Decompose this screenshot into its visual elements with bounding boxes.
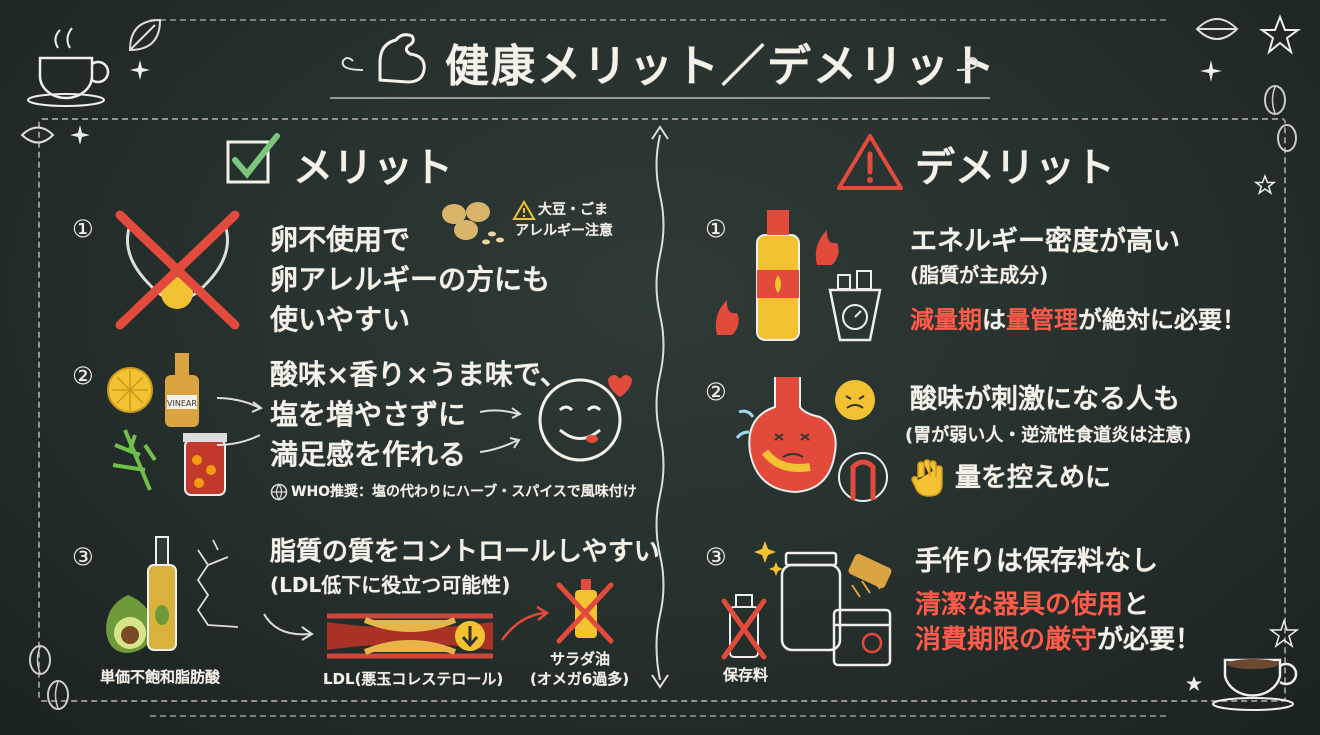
merit-heading: メリット [293,145,453,191]
merit-1-text: 卵不使用で 卵アレルギーの方にも 使いやすい [270,220,550,340]
demerit-3-line-1: 手作りは保存料なし [915,546,1158,577]
text-required: が必要！ [1097,625,1202,655]
demerit-1-line-2: (脂質が主成分) [910,263,1049,287]
avocado-olive-oil-icon [106,536,239,653]
salad-oil-crossed-icon [556,579,614,644]
merit-2-number: ② [72,362,94,390]
star-icon [1258,14,1302,55]
stomach-icon [735,377,888,502]
vinegar-label: VINEAR [167,399,197,408]
check-box-icon [226,133,280,184]
artery-icon [326,613,493,659]
emphasis-clean-tools: 清潔な器具の使用 [915,590,1124,620]
coffee-beans-icon [1264,85,1297,152]
arrow-icon [263,613,314,641]
emphasis-weight-loss: 減量期 [910,306,982,334]
center-divider [651,125,669,689]
leaf-icon [128,18,162,52]
egg-crossed-icon [115,210,240,330]
demerit-3-line-3: 消費期限の厳守が必要！ [915,620,1201,660]
merit-1-line-1: 卵不使用で [270,223,411,256]
star-icon [1253,173,1277,195]
merit-2-note: WHO推奨：塩の代わりにハーブ・スパイスで風味付け [291,484,637,500]
merit-3-line-2: (LDL低下に役立つ可能性) [270,573,511,597]
sparkle-icon [130,60,150,80]
emphasis-expiry-date: 消費期限の厳守 [915,625,1098,655]
star-icon [1268,618,1300,648]
label-omega6: (オメガ6過多) [530,670,630,688]
soybeans-icon [442,202,504,245]
merit-3-line-1: 脂質の質をコントロールしやすい [270,537,660,567]
demerit-3-line-2: 清潔な器具の使用と [915,585,1149,625]
demerit-1-line-1: エネルギー密度が高い [910,226,1180,257]
swirl-ornament [956,57,979,71]
text-particle: は [982,306,1006,334]
label-ldl: LDL(悪玉コレステロール) [323,670,504,688]
label-monounsaturated-fat: 単価不飽和脂肪酸 [100,668,221,686]
label-preservatives: 保存料 [723,666,769,684]
star-icon [1186,676,1202,691]
merit-2-text: 酸味×香り×うま味で、 塩を増やさずに 満足感を作れる [270,355,568,475]
demerit-2-line-3: 量を控えめに [955,463,1112,493]
warning-icon [512,200,536,220]
jar-brush-calendar-icon [721,541,892,667]
demerit-1-line-3: 減量期は量管理が絶対に必要！ [910,300,1246,340]
lemon-vinegar-herbs-icon: VINEAR [107,353,227,496]
merit-2-line-2: 塩を増やさずに [270,398,467,431]
swirl-ornament [341,57,364,71]
hand-stop-icon [911,459,943,497]
coffee-cup-icon [27,27,110,107]
text-required: が絶対に必要！ [1078,306,1246,334]
globe-icon [270,483,288,501]
merit-1-note-line-1: 大豆・ごま [538,202,608,218]
coffee-beans-icon [29,645,69,710]
demerit-2-number: ② [705,378,727,406]
demerit-heading: デメリット [915,145,1115,191]
merit-1-note-line-2: アレルギー注意 [515,223,613,239]
merit-2-line-1: 酸味×香り×うま味で、 [270,358,568,391]
sparkle-icon [1200,60,1222,82]
arrow-icon [500,605,550,641]
merit-2-line-3: 満足感を作れる [270,438,467,471]
smiley-face-icon [538,375,632,462]
demerit-2-line-1: 酸味が刺激になる人も [910,384,1180,415]
board-frame [38,118,1286,702]
merit-1-line-3: 使いやすい [270,303,411,336]
warning-icon [837,134,903,190]
page-title: 健康メリット／デメリット [445,41,997,92]
text-and: と [1123,590,1150,620]
merit-1-line-2: 卵アレルギーの方にも [270,263,551,296]
leaf-icon [1195,18,1239,40]
demerit-1-number: ① [705,215,727,243]
emphasis-portion-control: 量管理 [1006,306,1078,334]
flexed-arm-icon [378,33,426,84]
label-salad-oil: サラダ油 [550,650,611,668]
sparkle-icon [70,125,90,145]
leaf-icon [20,126,55,144]
oil-bottle-scale-icon [715,210,882,342]
arrows-icon [479,407,522,453]
demerit-2-line-2: (胃が弱い人・逆流性食道炎は注意) [905,425,1192,446]
coffee-cup-icon [1212,658,1298,711]
arrows-icon [216,397,263,446]
demerit-3-number: ③ [705,543,727,571]
merit-3-number: ③ [72,543,94,571]
merit-1-number: ① [72,215,94,243]
